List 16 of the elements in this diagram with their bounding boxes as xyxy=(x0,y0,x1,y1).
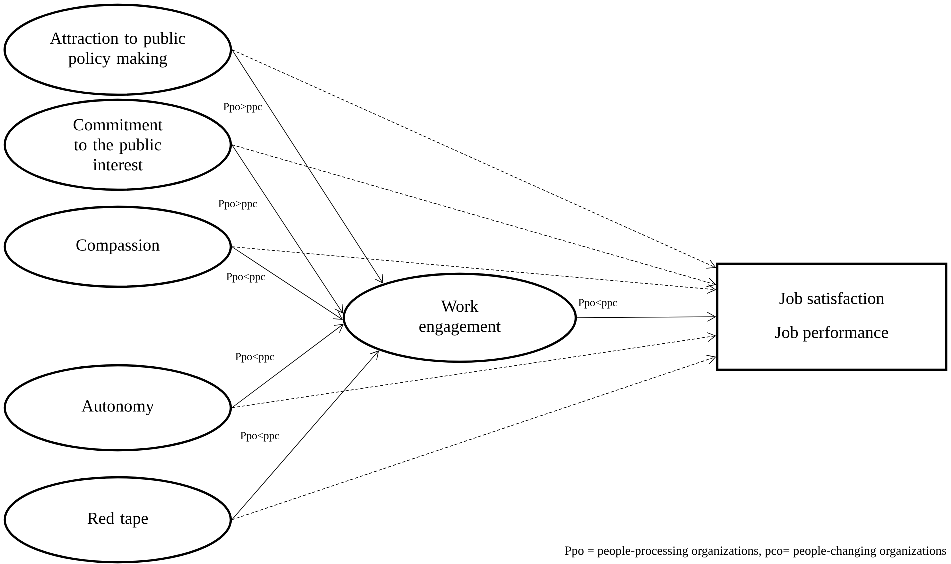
edge-label: Ppo<ppc xyxy=(239,431,281,443)
arrow xyxy=(576,312,716,322)
arrow xyxy=(232,50,716,269)
arrow xyxy=(232,246,716,294)
arrow xyxy=(232,50,384,284)
arrow xyxy=(232,332,716,408)
footnote: Ppo = people-processing organizations, pco= people-changing organizations xyxy=(565,546,946,558)
outcome-box: Job satisfaction Job performance xyxy=(716,262,948,372)
edge-label: Ppo<ppc xyxy=(234,352,276,364)
arrow xyxy=(232,324,344,408)
arrow xyxy=(232,355,716,520)
arrow xyxy=(232,246,344,320)
arrow xyxy=(232,350,380,520)
arrow xyxy=(232,144,716,288)
arrow xyxy=(232,144,344,314)
edge-label: Ppo<ppc xyxy=(577,298,619,310)
